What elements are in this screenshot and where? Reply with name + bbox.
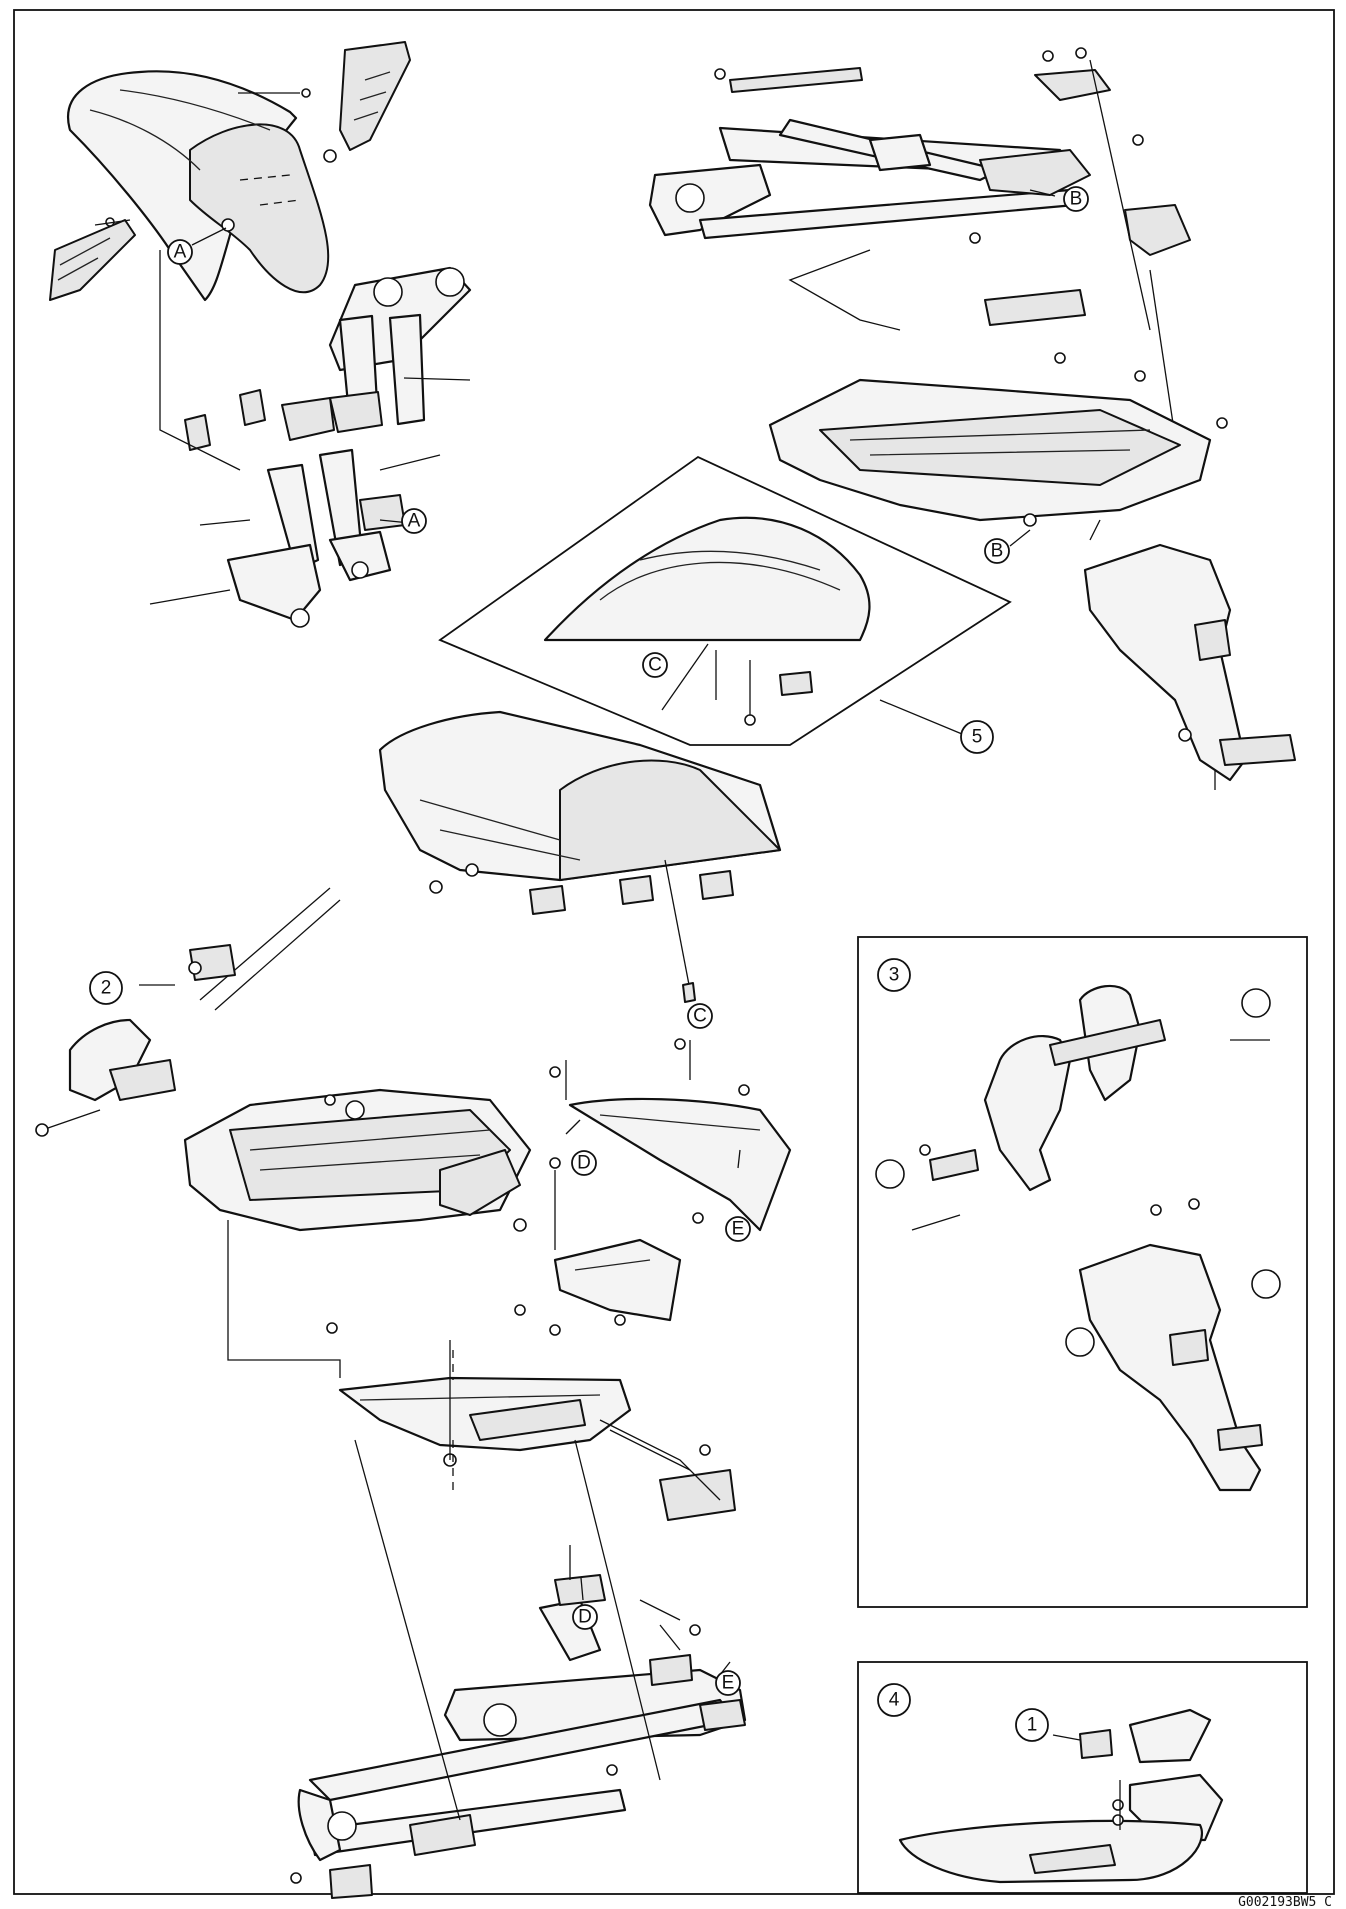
rear-subframe-lower bbox=[290, 1545, 747, 1899]
callout-label: A bbox=[174, 242, 187, 263]
inset-4-grab-rail bbox=[857, 1661, 1308, 1894]
callout-D-frame: D bbox=[572, 1604, 598, 1630]
tail-cowl-lower bbox=[326, 1304, 632, 1467]
callout-A-fork: A bbox=[401, 508, 427, 534]
figure-code: G002193BW5 C bbox=[1238, 1895, 1332, 1909]
seat-cowl-group bbox=[438, 455, 1012, 746]
rear-frame-tray bbox=[183, 1088, 532, 1232]
seat-lock-cables bbox=[188, 887, 341, 1011]
callout-label: E bbox=[722, 1673, 735, 1694]
callout-4: 4 bbox=[877, 1683, 911, 1717]
callout-number: 3 bbox=[889, 965, 900, 986]
callout-1: 1 bbox=[1015, 1708, 1049, 1742]
callout-label: D bbox=[578, 1607, 592, 1628]
seat-cover-side bbox=[549, 1038, 792, 1232]
callout-number: 4 bbox=[889, 1690, 900, 1711]
rear-undertray bbox=[768, 352, 1228, 527]
callout-label: C bbox=[693, 1006, 707, 1027]
callout-number: 1 bbox=[1027, 1715, 1038, 1736]
side-cover-panel bbox=[549, 1157, 682, 1336]
rider-seat bbox=[378, 710, 782, 1003]
callout-label: E bbox=[732, 1219, 745, 1240]
front-fork-assembly bbox=[149, 250, 472, 628]
callout-label: D bbox=[577, 1153, 591, 1174]
inset-3-footpeg-license bbox=[857, 936, 1308, 1608]
rear-subframe-upper bbox=[648, 47, 1191, 471]
callout-label: A bbox=[408, 511, 421, 532]
callout-number: 5 bbox=[972, 727, 983, 748]
callout-C-cowl: C bbox=[642, 652, 668, 678]
callout-C-seat: C bbox=[687, 1003, 713, 1029]
callout-5: 5 bbox=[960, 720, 994, 754]
front-fender-assembly bbox=[49, 41, 411, 302]
callout-E-cover: E bbox=[725, 1216, 751, 1242]
page-border bbox=[13, 9, 1335, 1895]
left-side-bracket bbox=[35, 1018, 176, 1137]
assembly-leaders bbox=[227, 1220, 721, 1821]
callout-3: 3 bbox=[877, 958, 911, 992]
callout-label: B bbox=[1070, 189, 1083, 210]
callout-B-upper: B bbox=[1063, 186, 1089, 212]
callout-E-frame: E bbox=[715, 1670, 741, 1696]
callout-2: 2 bbox=[89, 971, 123, 1005]
callout-A-top: A bbox=[167, 239, 193, 265]
callout-label: B bbox=[991, 541, 1004, 562]
rear-fender-license-bracket bbox=[1083, 519, 1296, 790]
callout-label: C bbox=[648, 655, 662, 676]
callout-number: 2 bbox=[101, 978, 112, 999]
grab-bracket bbox=[609, 1429, 736, 1521]
callout-B-lower: B bbox=[984, 538, 1010, 564]
callout-D-cover: D bbox=[571, 1150, 597, 1176]
